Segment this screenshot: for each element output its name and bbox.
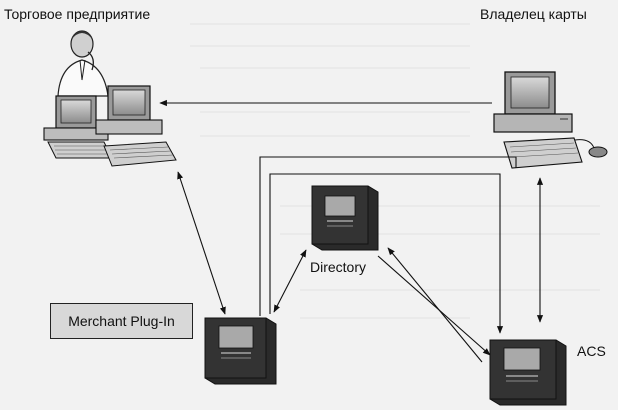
directory-label: Directory: [310, 259, 367, 275]
directory-server-icon: [311, 185, 379, 251]
person-icon: [57, 30, 109, 97]
merchant-plugin-label: Merchant Plug-In: [68, 313, 175, 329]
line-plugin-to-cardholder: [259, 156, 517, 316]
merchant-illustration: [43, 30, 177, 167]
arrow-acs-to-directory: [387, 247, 483, 363]
plugin-server-icon: [204, 317, 277, 385]
arrow-plugin-directory: [273, 249, 307, 313]
connections: [159, 99, 544, 363]
merchant-computer-right-icon: [95, 85, 177, 167]
acs-server-icon: [489, 339, 567, 406]
arrow-merchant-plugin: [177, 171, 226, 315]
arrow-directory-to-acs: [377, 255, 491, 356]
background-texture: [190, 23, 600, 319]
arrow-plugin-to-acs: [269, 173, 504, 334]
merchant-label: Торговое предприятие: [4, 6, 151, 22]
acs-label: ACS: [577, 343, 606, 359]
merchant-plugin-box: Merchant Plug-In: [50, 303, 193, 339]
cardholder-computer-icon: [493, 71, 608, 169]
cardholder-label: Владелец карты: [480, 6, 587, 22]
